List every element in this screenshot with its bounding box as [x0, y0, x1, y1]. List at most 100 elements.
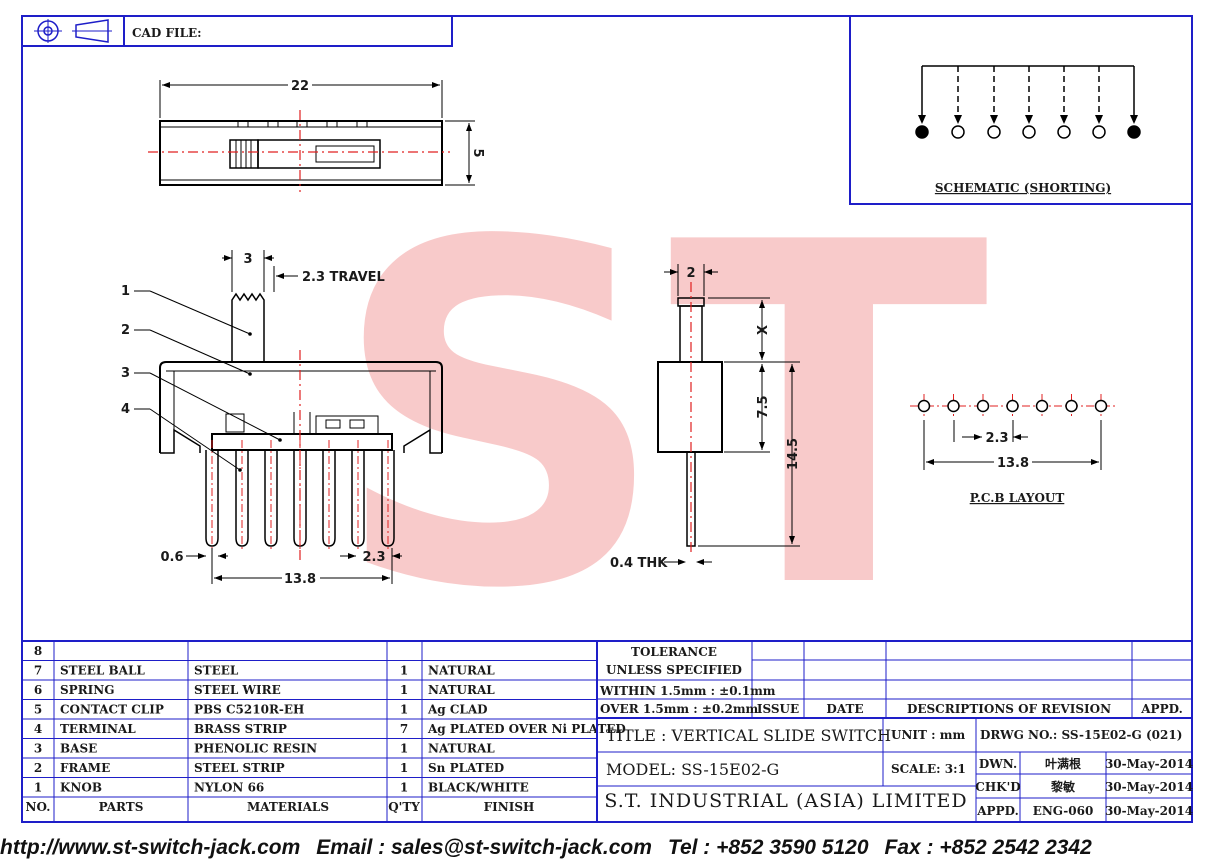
projection-symbol-icon [34, 19, 112, 43]
schematic-terminal-icon [951, 125, 965, 139]
rev-appd: APPD. [1140, 702, 1183, 716]
pcb-hole-icon [1094, 399, 1108, 413]
bom-cell-part: BASE [60, 742, 97, 756]
tol-line3: WITHIN 1.5mm : ±0.1mm [599, 684, 776, 698]
bom-cell-material: BRASS STRIP [194, 722, 287, 736]
bom-header-part: PARTS [99, 800, 144, 814]
bom-cell-no: 8 [34, 644, 42, 658]
schematic-terminal-icon [1022, 125, 1036, 139]
bom-cell-material: PHENOLIC RESIN [194, 742, 317, 756]
dim-side-thk: 0.4 THK [610, 556, 668, 571]
terminal-pin [322, 450, 336, 547]
bom-cell-part: TERMINAL [60, 722, 136, 736]
bom-cell-material: NYLON 66 [194, 781, 264, 795]
pcb-hole-icon [1035, 399, 1049, 413]
dim-top-height: 5 [470, 148, 485, 157]
dim-knob-width: 3 [243, 252, 252, 267]
schematic-terminal-icon [987, 125, 1001, 139]
rev-desc: DESCRIPTIONS OF REVISION [907, 702, 1111, 716]
dim-top-width: 22 [291, 79, 309, 94]
title-text: TITLE : VERTICAL SLIDE SWITCH [606, 726, 891, 745]
pcb-hole-icon [947, 399, 960, 413]
schematic-box: SCHEMATIC (SHORTING) [849, 15, 1193, 205]
footer-url[interactable]: http://www.st-switch-jack.com [0, 836, 301, 859]
appd-label: APPD. [976, 804, 1019, 818]
terminal-pin [264, 450, 278, 547]
svg-text:ST: ST [330, 144, 992, 691]
terminal-pin [235, 450, 249, 547]
st-watermark: ST [330, 144, 992, 691]
bom-cell-no: 1 [34, 781, 42, 795]
bom-cell-material: STEEL STRIP [194, 761, 285, 775]
tol-line4: OVER 1.5mm : ±0.2mm [600, 702, 759, 716]
dim-travel: 2.3 TRAVEL [302, 270, 385, 285]
rev-date: DATE [826, 702, 863, 716]
bom-cell-part: STEEL BALL [60, 664, 145, 678]
bom-cell-no: 5 [34, 703, 42, 717]
appd-name: ENG-060 [1033, 804, 1094, 818]
bom-cell-material: STEEL WIRE [194, 683, 281, 697]
bom-cell-material: STEEL [194, 664, 239, 678]
tol-line2: UNLESS SPECIFIED [606, 663, 742, 677]
pcb-title: P.C.B LAYOUT [970, 491, 1065, 505]
bom-cell-qty: 1 [400, 664, 408, 678]
bom-cell-no: 2 [34, 761, 42, 775]
schematic-title: SCHEMATIC (SHORTING) [935, 181, 1111, 195]
dim-side-body: 7.5 [756, 395, 771, 418]
dim-side-total: 14.5 [786, 438, 801, 470]
callout-label: 4 [121, 402, 130, 417]
tolerance-block: TOLERANCE UNLESS SPECIFIED WITHIN 1.5mm … [596, 640, 1193, 719]
bom-cell-finish: NATURAL [428, 664, 495, 678]
bom-cell-finish: NATURAL [428, 742, 495, 756]
top-view: 22 5 [148, 77, 485, 192]
bom-cell-part: FRAME [60, 761, 110, 775]
chkd-date: 30-May-2014 [1105, 780, 1193, 794]
bom-cell-qty: 7 [400, 722, 408, 736]
drwg-number: DRWG NO.: SS-15E02-G (021) [980, 728, 1182, 742]
bom-cell-qty: 1 [400, 761, 408, 775]
pcb-hole-icon [1006, 399, 1019, 413]
scale-text: SCALE: 3:1 [891, 762, 966, 776]
side-view: 2 X 7.5 14.5 0.4 THK [610, 264, 801, 571]
footer-email[interactable]: Email : sales@st-switch-jack.com [316, 836, 652, 859]
bom-header-qty: Q'TY [388, 800, 420, 814]
pcb-hole-icon [1065, 399, 1078, 413]
terminal-pin [205, 450, 219, 547]
title-block: TITLE : VERTICAL SLIDE SWITCH UNIT : mm … [596, 717, 1193, 823]
tol-line1: TOLERANCE [631, 645, 717, 659]
drawing-sheet: ST CAD FILE: SCHEMATIC (SHORTING) [21, 15, 1193, 823]
chkd-label: CHK'D [975, 780, 1020, 794]
dim-side-width: 2 [686, 266, 695, 281]
bom-cell-part: KNOB [60, 781, 102, 795]
bom-cell-qty: 1 [400, 703, 408, 717]
schematic-terminal-icon [1127, 125, 1141, 139]
pcb-layout: 2.3 13.8 P.C.B LAYOUT [910, 394, 1115, 505]
schematic-terminal-icon [1092, 125, 1106, 139]
pcb-pitch-dim: 2.3 [985, 431, 1008, 446]
pcb-span-dim: 13.8 [997, 456, 1029, 471]
schematic-terminal-icon [915, 125, 929, 139]
company-name: S.T. INDUSTRIAL (ASIA) LIMITED [604, 790, 967, 812]
pcb-hole-icon [917, 399, 931, 413]
rev-issue: ISSUE [757, 702, 799, 716]
bom-cell-qty: 1 [400, 781, 408, 795]
appd-date: 30-May-2014 [1105, 804, 1193, 818]
bom-header-finish: FINISH [484, 800, 535, 814]
footer-fax: Fax : +852 2542 2342 [884, 836, 1092, 859]
callout-label: 3 [121, 366, 130, 381]
bom-cell-finish: NATURAL [428, 683, 495, 697]
chkd-name: 黎敏 [1051, 779, 1076, 794]
dwn-name: 叶满根 [1045, 756, 1081, 771]
bom-cell-finish: BLACK/WHITE [428, 781, 529, 795]
bom-cell-finish: Ag PLATED OVER Ni PLATED [427, 722, 626, 736]
bom-cell-no: 4 [34, 722, 42, 736]
bom-header-material: MATERIALS [247, 800, 329, 814]
dim-terminal-width: 0.6 [160, 550, 183, 565]
terminal-pin [351, 450, 365, 547]
dim-side-x: X [756, 325, 771, 335]
terminal-pin [381, 450, 395, 547]
footer-tel: Tel : +852 3590 5120 [667, 836, 869, 859]
bom-cell-no: 7 [34, 664, 42, 678]
bom-header-no: NO. [26, 800, 51, 814]
